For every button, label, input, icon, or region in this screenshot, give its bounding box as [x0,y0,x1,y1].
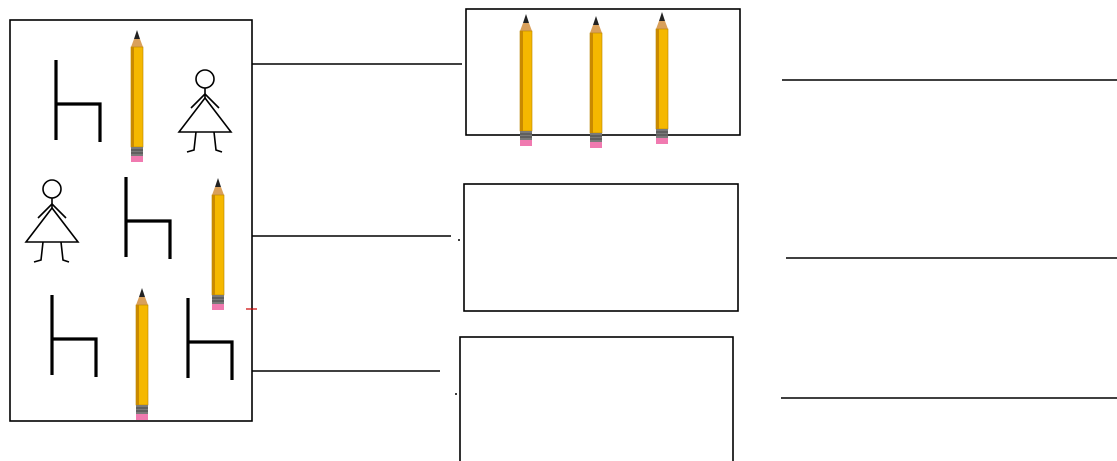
chair-icon [56,60,100,142]
girl-icon [179,70,231,152]
dot-mark [458,239,460,241]
pencil-icon [131,30,143,162]
target-box-pencils [466,9,740,135]
target-box-empty-1[interactable] [464,184,738,311]
pencil-icon [656,12,668,144]
dot-mark [455,393,457,395]
chair-icon [52,295,96,377]
pencil-icon [590,16,602,148]
girl-icon [26,180,78,262]
chair-icon [126,177,170,259]
chair-icon [188,298,232,380]
pencil-icon [520,14,532,146]
pencil-icon [212,178,224,310]
pencil-icon [136,288,148,420]
target-box-empty-2[interactable] [460,337,733,461]
